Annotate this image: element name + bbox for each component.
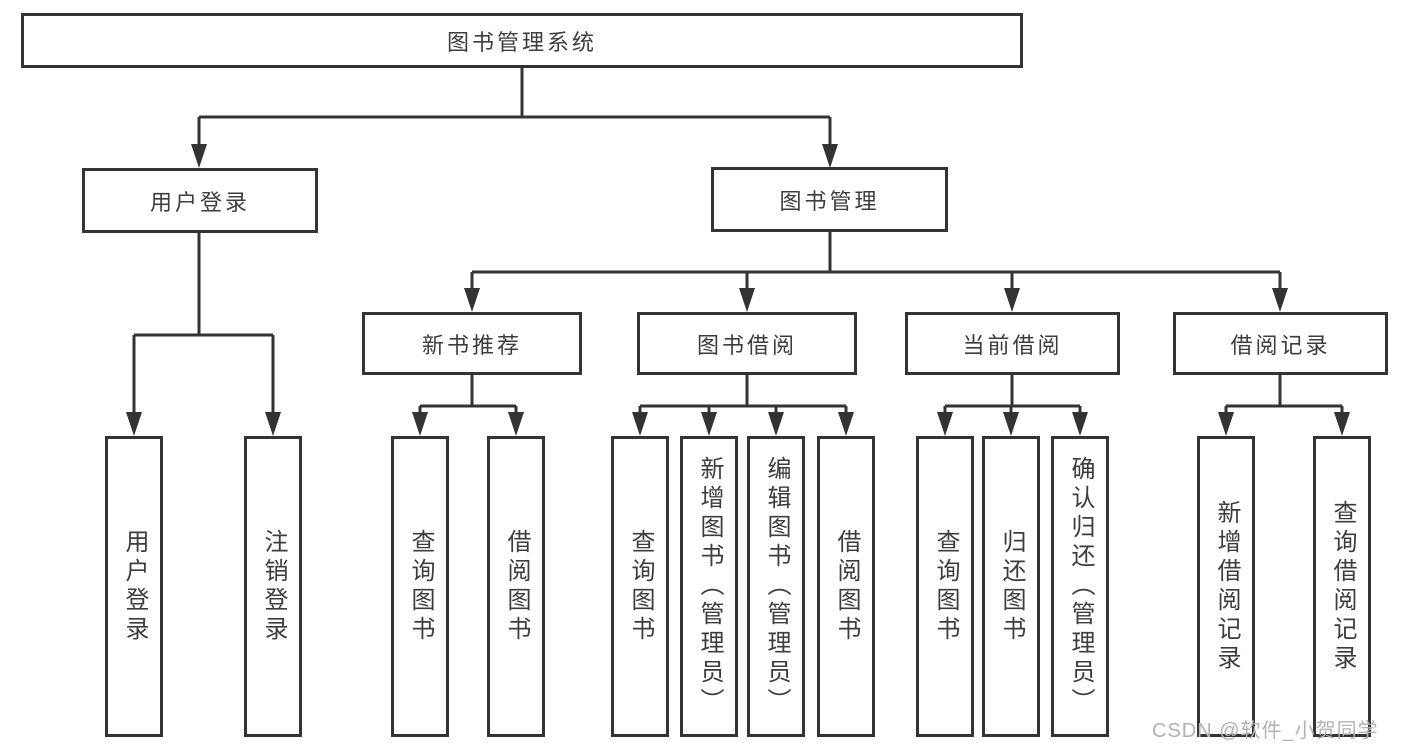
node-borrow-records: 借阅记录 bbox=[1173, 312, 1388, 375]
node-current-borrow: 当前借阅 bbox=[905, 312, 1120, 375]
leaf-user-login: 用户登录 bbox=[105, 436, 163, 737]
arrowhead-icon bbox=[1004, 288, 1020, 312]
arrowhead-icon bbox=[1072, 412, 1088, 436]
arrowhead-icon bbox=[412, 412, 428, 436]
arrowhead-icon bbox=[701, 412, 717, 436]
node-new-book-rec: 新书推荐 bbox=[362, 312, 582, 375]
node-book-borrow: 图书借阅 bbox=[637, 312, 857, 375]
leaf-borrow-edit: 编辑图书（管理员） bbox=[747, 436, 805, 737]
edge-userlogin-leaves bbox=[132, 233, 275, 413]
arrowhead-icon bbox=[632, 412, 648, 436]
edge-newbookrec-leaves bbox=[418, 375, 518, 413]
arrowhead-icon bbox=[265, 412, 281, 436]
arrowhead-icon bbox=[822, 144, 838, 168]
edge-bookborrow-leaves bbox=[638, 375, 848, 413]
arrowhead-icon bbox=[191, 144, 207, 168]
leaf-records-query: 查询借阅记录 bbox=[1313, 436, 1371, 737]
leaf-borrow-query: 查询图书 bbox=[611, 436, 669, 737]
leaf-logout: 注销登录 bbox=[244, 436, 302, 737]
arrowhead-icon bbox=[768, 412, 784, 436]
node-user-login: 用户登录 bbox=[82, 168, 318, 233]
leaf-newbook-borrow: 借阅图书 bbox=[487, 436, 545, 737]
edge-bookmgmt-level3 bbox=[470, 232, 1282, 289]
arrowhead-icon bbox=[838, 412, 854, 436]
edge-borrowrecords-leaves bbox=[1224, 375, 1344, 413]
node-book-mgmt: 图书管理 bbox=[711, 167, 948, 232]
leaf-current-confirm: 确认归还（管理员） bbox=[1051, 436, 1109, 737]
csdn-watermark: CSDN @软件_小贺同学 bbox=[1152, 720, 1379, 742]
arrowhead-icon bbox=[464, 288, 480, 312]
leaf-borrow-add: 新增图书（管理员） bbox=[680, 436, 738, 737]
node-root: 图书管理系统 bbox=[21, 13, 1023, 68]
leaf-current-query: 查询图书 bbox=[916, 436, 974, 737]
leaf-newbook-query: 查询图书 bbox=[391, 436, 449, 737]
leaf-borrow-borrow: 借阅图书 bbox=[817, 436, 875, 737]
arrowhead-icon bbox=[1272, 288, 1288, 312]
arrowhead-icon bbox=[1003, 412, 1019, 436]
arrowhead-icon bbox=[739, 288, 755, 312]
leaf-records-add: 新增借阅记录 bbox=[1197, 436, 1255, 737]
arrowhead-icon bbox=[1218, 412, 1234, 436]
arrowhead-icon bbox=[126, 412, 142, 436]
arrowhead-icon bbox=[1334, 412, 1350, 436]
edge-root-level2 bbox=[197, 68, 832, 145]
arrowhead-icon bbox=[937, 412, 953, 436]
leaf-current-return: 归还图书 bbox=[982, 436, 1040, 737]
arrowhead-icon bbox=[508, 412, 524, 436]
edge-currentborrow-leaves bbox=[943, 375, 1082, 413]
